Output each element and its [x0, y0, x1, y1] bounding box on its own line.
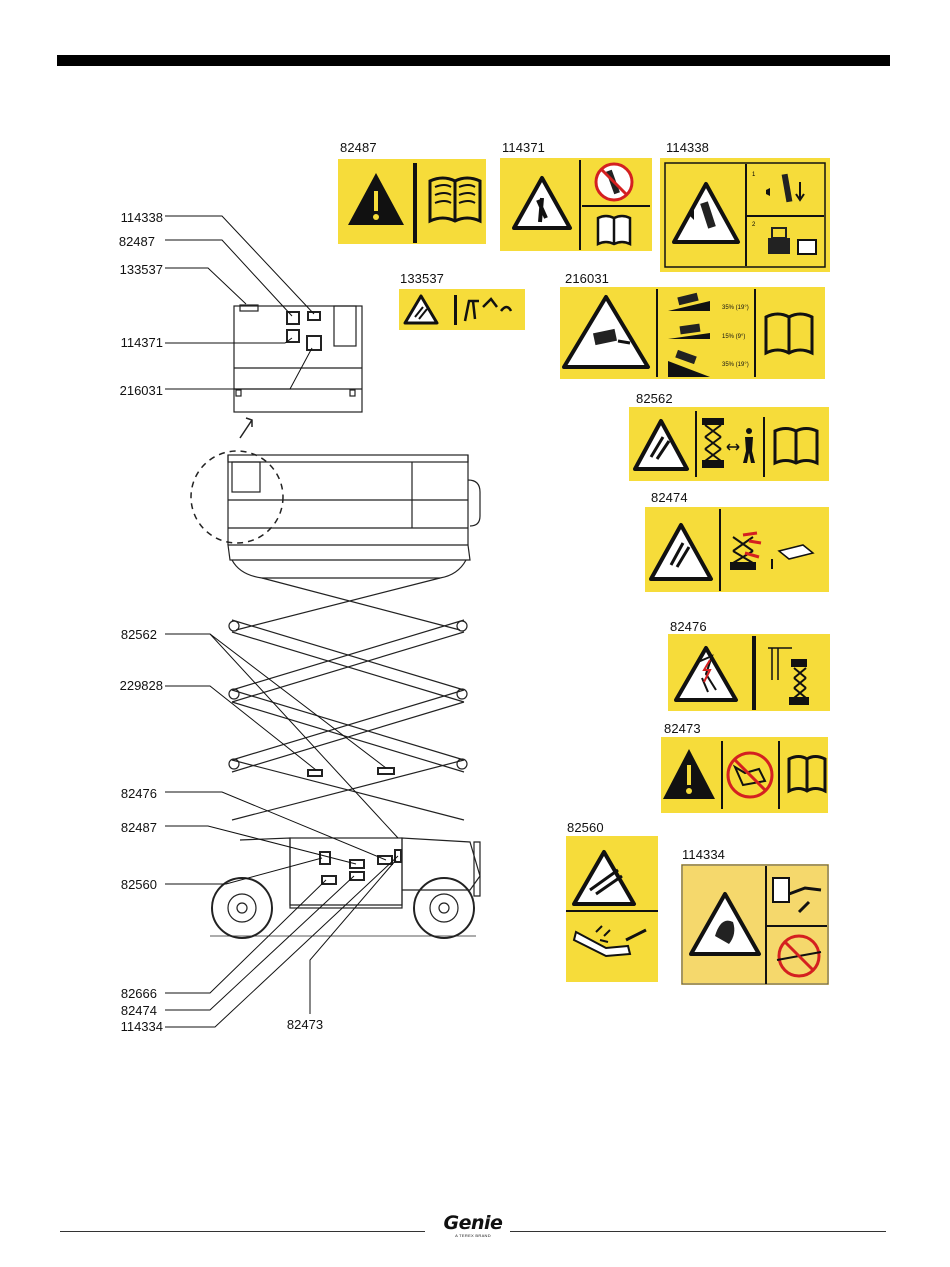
footer-rule-left: [60, 1231, 425, 1232]
inset-decal-216031: [307, 336, 321, 350]
rear-wheel: [212, 878, 272, 938]
logo-brand: Genie: [440, 1213, 506, 1233]
inset-decal-82487: [287, 312, 299, 324]
arm-decal-229828: [308, 770, 322, 776]
genie-logo: Genie A TEREX BRAND: [440, 1213, 506, 1238]
chassis-decal-82666: [322, 876, 336, 884]
inset-decal-114338: [308, 312, 320, 320]
detail-circle: [191, 451, 283, 543]
front-wheel: [414, 878, 474, 938]
chassis-decal-82487: [350, 860, 364, 868]
arm-decal-82562: [378, 768, 394, 774]
footer-rule-right: [510, 1231, 886, 1232]
chassis-decal-82474: [350, 872, 364, 880]
